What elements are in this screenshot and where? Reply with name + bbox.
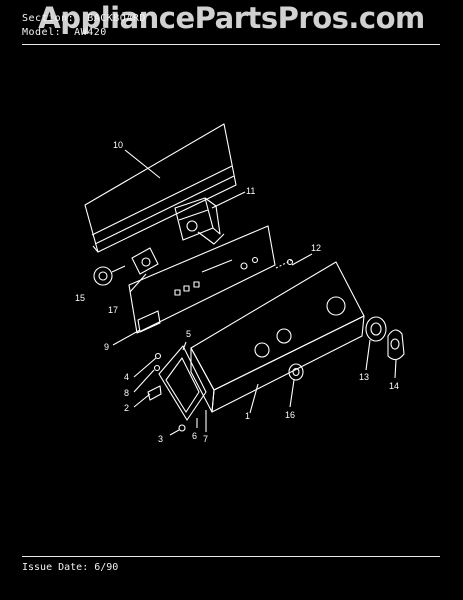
part-switch	[129, 247, 159, 293]
part-screw-lower	[169, 424, 186, 436]
callout-16: 16	[285, 410, 295, 420]
callout-4: 4	[124, 372, 129, 382]
section-title: Section: BACKBOARD	[22, 13, 146, 24]
callout-2: 2	[124, 403, 129, 413]
leader-11	[211, 191, 246, 209]
issue-date: Issue Date: 6/90	[22, 562, 119, 573]
part-top-trim	[84, 123, 237, 253]
callout-3: 3	[158, 434, 163, 444]
callout-9: 9	[104, 342, 109, 352]
part-dial-knob	[387, 329, 405, 379]
callout-8: 8	[124, 388, 129, 398]
leader-12	[291, 253, 313, 266]
callout-17: 17	[108, 305, 118, 315]
callout-15: 15	[75, 293, 85, 303]
leader-2	[133, 393, 151, 408]
callout-10: 10	[113, 140, 123, 150]
part-dial-ring	[365, 316, 387, 371]
part-screw	[275, 258, 294, 269]
top-rule	[22, 44, 440, 45]
callout-1: 1	[245, 411, 250, 421]
part-knob-left	[93, 265, 126, 286]
leader-10	[124, 149, 161, 179]
leader-1	[249, 383, 259, 414]
callout-6: 6	[192, 431, 197, 441]
callout-14: 14	[389, 381, 399, 391]
part-end-cap	[158, 341, 207, 421]
watermark: AppliancePartsPros.com	[38, 1, 425, 35]
part-bracket-fasteners	[147, 352, 162, 401]
leader-8	[133, 369, 155, 393]
model-title: Model: AW420	[22, 27, 107, 38]
callout-5: 5	[186, 329, 191, 339]
part-clips	[196, 410, 207, 432]
part-control-panel	[128, 225, 276, 334]
callout-7: 7	[203, 434, 208, 444]
leader-9	[112, 329, 141, 346]
bottom-rule	[22, 556, 440, 557]
part-knob-center	[288, 363, 304, 408]
callout-13: 13	[359, 372, 369, 382]
part-timer	[174, 197, 225, 245]
part-console	[190, 261, 365, 413]
leader-4	[133, 357, 157, 378]
callout-11: 11	[246, 186, 255, 196]
callout-12: 12	[311, 243, 321, 253]
